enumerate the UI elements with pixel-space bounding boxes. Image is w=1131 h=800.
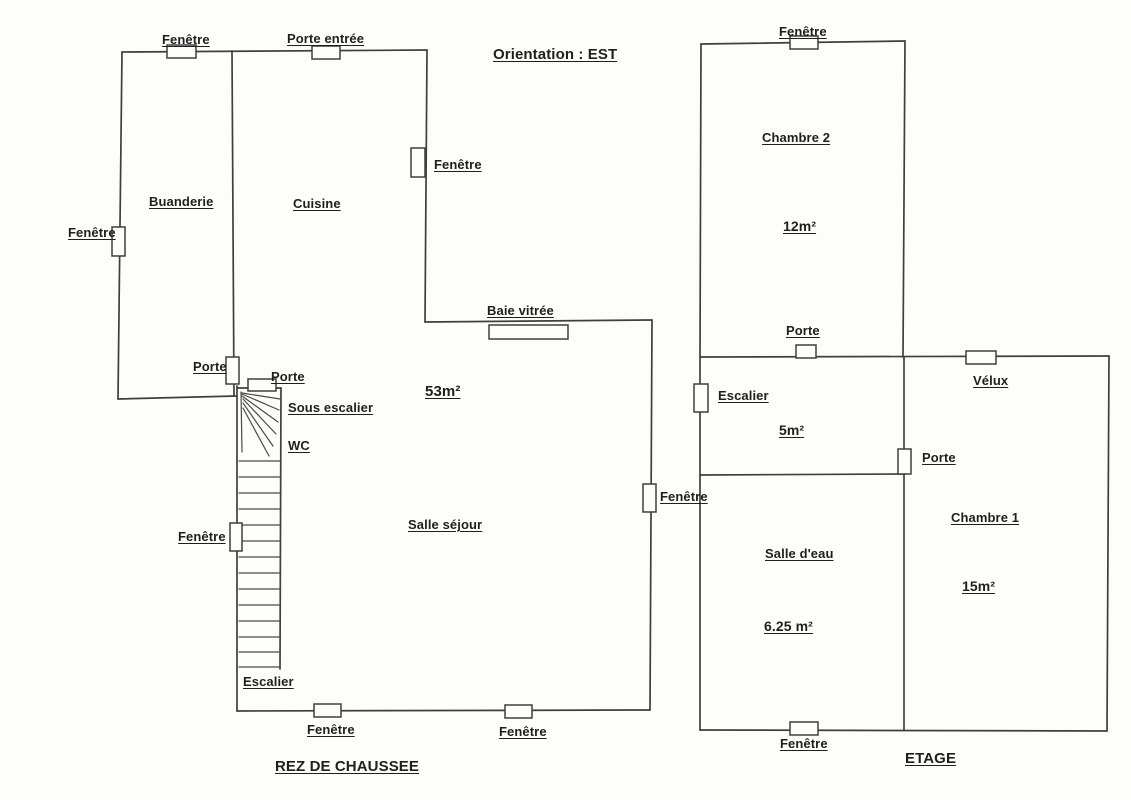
door-symbol	[795, 344, 817, 359]
label-porte-buanderie: Porte	[193, 359, 227, 374]
stair-winder-line	[241, 395, 279, 423]
wall-etage-right	[1106, 355, 1110, 732]
label-fenetre-sejour-left: Fenêtre	[178, 529, 226, 544]
window-symbol	[504, 704, 533, 719]
label-fenetre-bottom-left: Fenêtre	[307, 722, 355, 737]
door-symbol	[897, 448, 912, 475]
window-symbol	[229, 522, 243, 552]
wall-palier-salle-eau	[699, 473, 906, 476]
wall-buanderie-bottom	[117, 395, 237, 400]
staircase-ground-floor	[238, 391, 281, 668]
ground-floor-walls	[117, 49, 653, 712]
skylight-symbol	[965, 350, 997, 365]
label-chambre2: Chambre 2	[762, 130, 831, 145]
wall-right	[649, 319, 653, 711]
stair-winder-line	[241, 392, 281, 400]
label-buanderie: Buanderie	[149, 194, 214, 209]
label-wc: WC	[288, 438, 310, 453]
label-fenetre-top-uf: Fenêtre	[779, 24, 827, 39]
stair-winder-line	[242, 407, 270, 457]
label-chambre1: Chambre 1	[951, 510, 1020, 525]
label-chambre2-area: 12m²	[783, 218, 817, 234]
label-fenetre-bottom-uf: Fenêtre	[780, 736, 828, 751]
door-symbol	[247, 378, 277, 392]
label-porte-chambre2: Porte	[786, 323, 820, 338]
label-salle-eau: Salle d'eau	[765, 546, 834, 561]
label-velux: Vélux	[973, 373, 1009, 388]
label-escalier-uf: Escalier	[718, 388, 769, 403]
label-escalier-gf: Escalier	[243, 674, 294, 689]
ground-floor-title: REZ DE CHAUSSEE	[275, 758, 420, 775]
window-symbol	[642, 483, 657, 513]
window-symbol	[166, 44, 197, 59]
ground-floor-openings	[111, 44, 657, 719]
wall-buanderie-cuisine	[231, 50, 235, 397]
door-symbol	[225, 356, 240, 385]
door-symbol	[311, 45, 341, 60]
stair-winder-line	[241, 393, 280, 411]
wall-baie	[424, 319, 653, 323]
label-salle-eau-area: 6.25 m²	[764, 618, 813, 634]
label-cuisine: Cuisine	[293, 196, 341, 211]
window-symbol	[789, 35, 819, 50]
stair-winder-line	[242, 402, 274, 447]
label-sous-escalier: Sous escalier	[288, 400, 374, 415]
wall-left	[117, 51, 123, 400]
stair-winder-line	[242, 398, 277, 435]
upper-floor-title: ETAGE	[905, 750, 957, 767]
stair-right	[279, 387, 282, 670]
orientation-label: Orientation : EST	[493, 46, 618, 63]
upper-floor-openings	[693, 35, 997, 736]
wall-cuisine-right	[424, 49, 428, 323]
wall-chambre2-right	[902, 40, 906, 358]
wall-bottom	[236, 709, 651, 712]
label-fenetre-sejour-right: Fenêtre	[660, 489, 708, 504]
wall-chambre2-left	[699, 43, 702, 358]
window-symbol	[111, 226, 126, 257]
label-fenetre-left: Fenêtre	[68, 225, 116, 240]
label-baie-vitree: Baie vitrée	[487, 303, 554, 318]
window-symbol	[410, 147, 426, 178]
label-porte-entree: Porte entrée	[287, 31, 365, 46]
bay-window-symbol	[488, 324, 569, 340]
label-fenetre-bottom-right: Fenêtre	[499, 724, 547, 739]
stair-winder-line	[240, 391, 243, 453]
stair-arrival-symbol	[693, 383, 709, 413]
window-symbol	[313, 703, 342, 718]
window-symbol	[789, 721, 819, 736]
label-chambre1-area: 15m²	[962, 578, 996, 594]
label-area-gf: 53m²	[425, 383, 461, 400]
label-fenetre-cuisine: Fenêtre	[434, 157, 482, 172]
label-fenetre-top-gf: Fenêtre	[162, 32, 210, 47]
label-palier-area: 5m²	[779, 422, 805, 438]
label-porte-chambre1: Porte	[922, 450, 956, 465]
label-porte-wc: Porte	[271, 369, 305, 384]
label-salle-sejour: Salle séjour	[408, 517, 483, 532]
